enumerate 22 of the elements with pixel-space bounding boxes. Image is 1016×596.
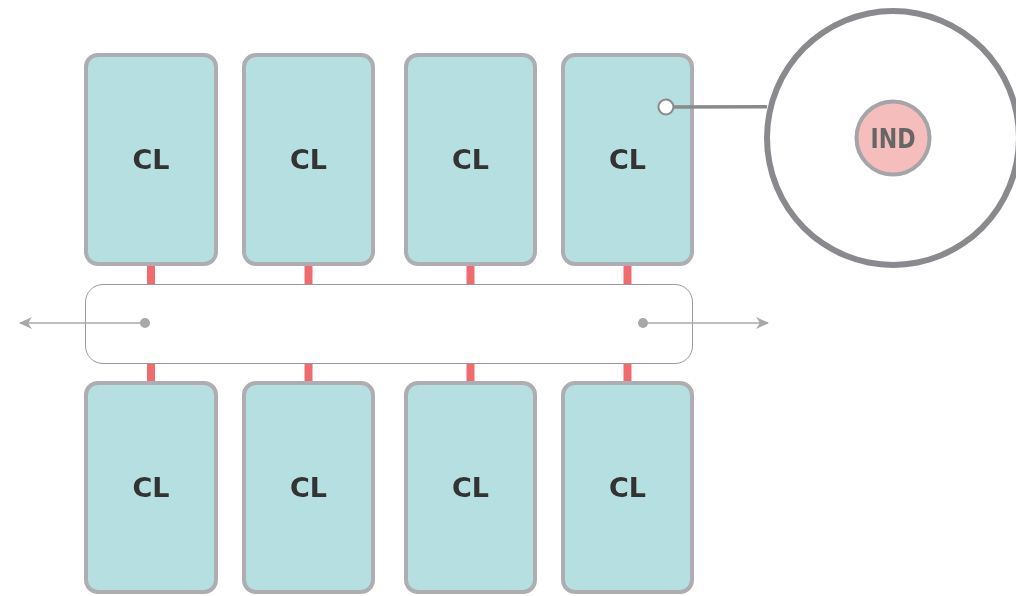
rounded-box [84,381,218,594]
box-label: CL [452,472,489,503]
box-label: CL [132,144,170,175]
rounded-box [561,53,694,266]
rounded-box [404,53,537,266]
rounded-box [242,53,375,266]
box-label: CL [290,144,327,175]
magnifier-circle [764,8,1016,268]
box-label: CL [290,472,327,503]
rounded-box [84,53,218,266]
box-label: CL [609,144,646,175]
leader-line [657,98,767,116]
rounded-box [242,381,375,594]
arrow [19,317,150,329]
rounded-box [561,381,694,594]
arrow [638,317,769,329]
rounded-box [404,381,537,594]
box-label: CL [132,472,170,503]
rounded-band [85,284,693,364]
box-label: CL [452,144,489,175]
box-label: IND [870,123,916,153]
box-label: CL [609,472,646,503]
